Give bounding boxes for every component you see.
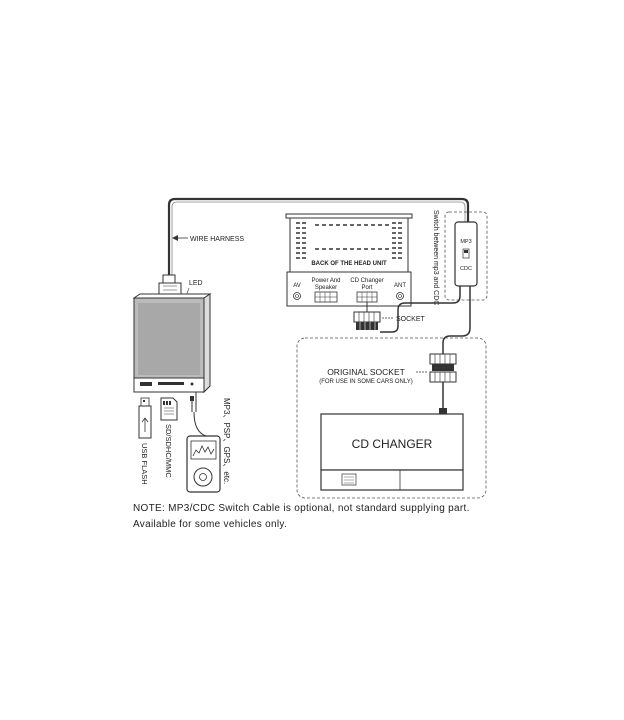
- av-label: AV: [293, 283, 301, 289]
- switch-note: Switch between mp3 and CDC: [432, 210, 439, 305]
- vent-slot: [336, 248, 340, 250]
- usb-flash-label: USB FLASH: [140, 443, 149, 485]
- note-line-2: Available for some vehicles only.: [133, 519, 288, 530]
- head-unit-back: BACK OF THE HEAD UNIT AV Power And Speak…: [285, 213, 413, 307]
- original-socket-label: ORIGINAL SOCKET: [327, 367, 405, 377]
- switch-dashed-frame: [444, 211, 488, 301]
- head-unit-label: BACK OF THE HEAD UNIT: [311, 261, 387, 267]
- vent-slot: [343, 248, 347, 250]
- usb-flash-drive: [138, 397, 152, 439]
- vent-slot: [350, 248, 354, 250]
- switch-to-original-socket-cable: [442, 286, 471, 354]
- vent-left-slots: [296, 222, 306, 259]
- sd-card-label: SD/SDHC/MMC: [164, 424, 173, 478]
- cd-changer-dashed-frame: [296, 337, 487, 499]
- adapter-connector: [158, 274, 182, 295]
- ant-label: ANT: [394, 283, 406, 289]
- vent-slot: [378, 224, 382, 226]
- mp3-cdc-switch: MP3 CDC: [454, 221, 478, 287]
- vent-slot: [364, 248, 368, 250]
- original-socket-note: (FOR USE IN SOME CARS ONLY): [319, 379, 413, 385]
- power-speaker-label-2: Speaker: [315, 285, 337, 291]
- vent-slot: [343, 224, 347, 226]
- wire-harness-cable: [167, 197, 470, 283]
- sd-slot: [158, 382, 184, 385]
- sd-card: [160, 397, 178, 421]
- cd-changer-unit: CD CHANGER: [320, 413, 464, 491]
- cd-port-label-2: Port: [361, 285, 372, 291]
- vent-slot: [357, 248, 361, 250]
- vent-slot: [371, 248, 375, 250]
- vent-slot: [385, 248, 389, 250]
- vent-slot: [378, 248, 382, 250]
- switch-mp3-label: MP3: [460, 239, 471, 245]
- vent-slot: [350, 224, 354, 226]
- vent-slot: [385, 224, 389, 226]
- vent-slot: [371, 224, 375, 226]
- vent-slot: [315, 248, 319, 250]
- vent-slot: [322, 248, 326, 250]
- mp3-player: [186, 392, 221, 493]
- cd-changer-label: CD CHANGER: [352, 437, 433, 451]
- socket-connector: [353, 311, 381, 330]
- vent-slot: [329, 224, 333, 226]
- note-line-1: NOTE: MP3/CDC Switch Cable is optional, …: [133, 503, 470, 514]
- socket-label: SOCKET: [396, 316, 426, 323]
- power-speaker-label-1: Power And: [311, 278, 340, 284]
- cd-port-label-1: CD Changer: [350, 278, 383, 284]
- vent-slot: [336, 224, 340, 226]
- vent-slot: [315, 224, 319, 226]
- switch-cdc-label: CDC: [460, 266, 472, 272]
- usb-slot: [140, 382, 152, 386]
- vent-slot: [322, 224, 326, 226]
- adapter-box: [132, 293, 212, 394]
- switch-to-socket-cable: [380, 286, 461, 333]
- switch-toggle: [462, 248, 470, 259]
- vent-slot: [357, 224, 361, 226]
- wire-harness-label: WIRE HARNESS: [190, 236, 244, 243]
- vent-slot: [329, 248, 333, 250]
- mp3-devices-label: MP3、PSP、GPS、etc.: [222, 398, 231, 484]
- led-label: LED: [189, 280, 203, 287]
- original-socket-connector: [429, 353, 457, 383]
- vent-right-slots: [392, 222, 402, 259]
- vent-slot: [364, 224, 368, 226]
